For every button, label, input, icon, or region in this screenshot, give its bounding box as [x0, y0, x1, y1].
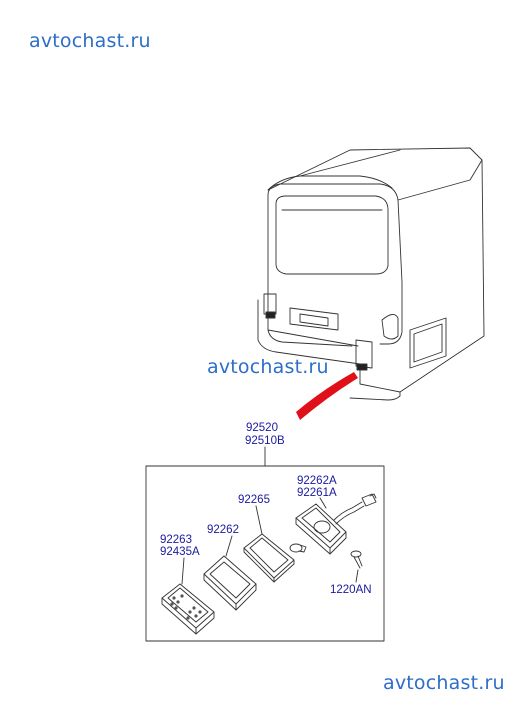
part-number-rear-gasket[interactable]: 92265 — [238, 494, 270, 506]
screw-part — [350, 550, 363, 569]
part-number-assembly-primary[interactable]: 92520 — [246, 422, 278, 434]
part-number-front-gasket[interactable]: 92262 — [207, 524, 239, 536]
part-number-socket-primary[interactable]: 92262A — [297, 475, 337, 487]
van-rear-illustration — [257, 147, 485, 401]
socket-housing-part — [295, 493, 377, 555]
part-number-assembly-secondary[interactable]: 92510B — [245, 435, 285, 447]
exploded-view-frame — [145, 465, 385, 642]
front-gasket-part — [203, 555, 257, 611]
lamp-lens-part — [161, 583, 215, 635]
part-number-lens-primary[interactable]: 92263 — [160, 534, 192, 546]
pointer-arrow — [296, 372, 358, 420]
watermark-bottom: avtochast.ru — [383, 672, 505, 694]
bulb-part — [289, 543, 307, 553]
part-number-socket-secondary[interactable]: 92261A — [297, 487, 337, 499]
watermark-top: avtochast.ru — [29, 30, 151, 52]
watermark-middle: avtochast.ru — [207, 356, 329, 378]
part-number-lens-secondary[interactable]: 92435A — [160, 546, 200, 558]
rear-gasket-part — [243, 533, 295, 583]
part-number-screw[interactable]: 1220AN — [330, 584, 372, 596]
